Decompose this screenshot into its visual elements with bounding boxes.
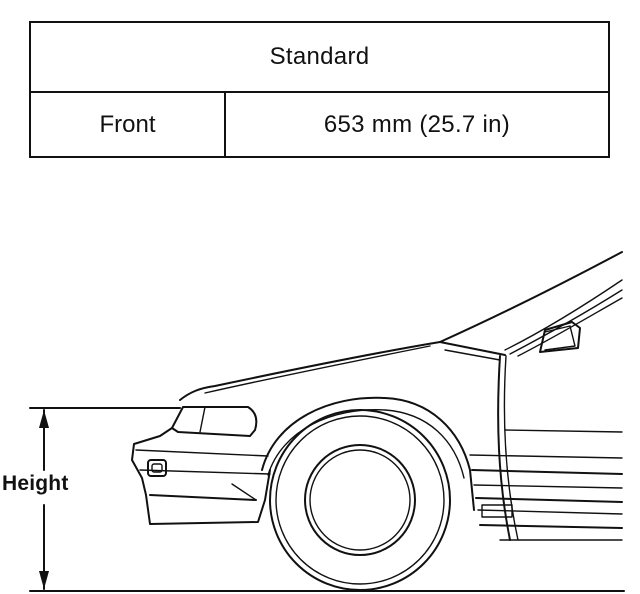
windshield xyxy=(439,251,623,357)
side-mirror xyxy=(539,321,581,353)
row-label-front: Front xyxy=(31,93,226,156)
body-side-lines xyxy=(469,429,623,541)
wheel-arch xyxy=(261,396,475,511)
hood xyxy=(179,341,506,401)
front-bumper xyxy=(131,427,271,525)
spec-table: Standard Front 653 mm (25.7 in) xyxy=(29,21,610,158)
fog-light xyxy=(147,459,167,477)
row-value-height: 653 mm (25.7 in) xyxy=(323,110,511,138)
door-edge xyxy=(497,355,519,541)
headlight xyxy=(171,406,258,437)
table-row: Front 653 mm (25.7 in) xyxy=(31,93,608,156)
table-header-standard: Standard xyxy=(31,23,608,93)
height-dimension-arrow xyxy=(39,409,49,590)
height-label: Height xyxy=(2,472,69,495)
front-wheel xyxy=(269,409,451,591)
